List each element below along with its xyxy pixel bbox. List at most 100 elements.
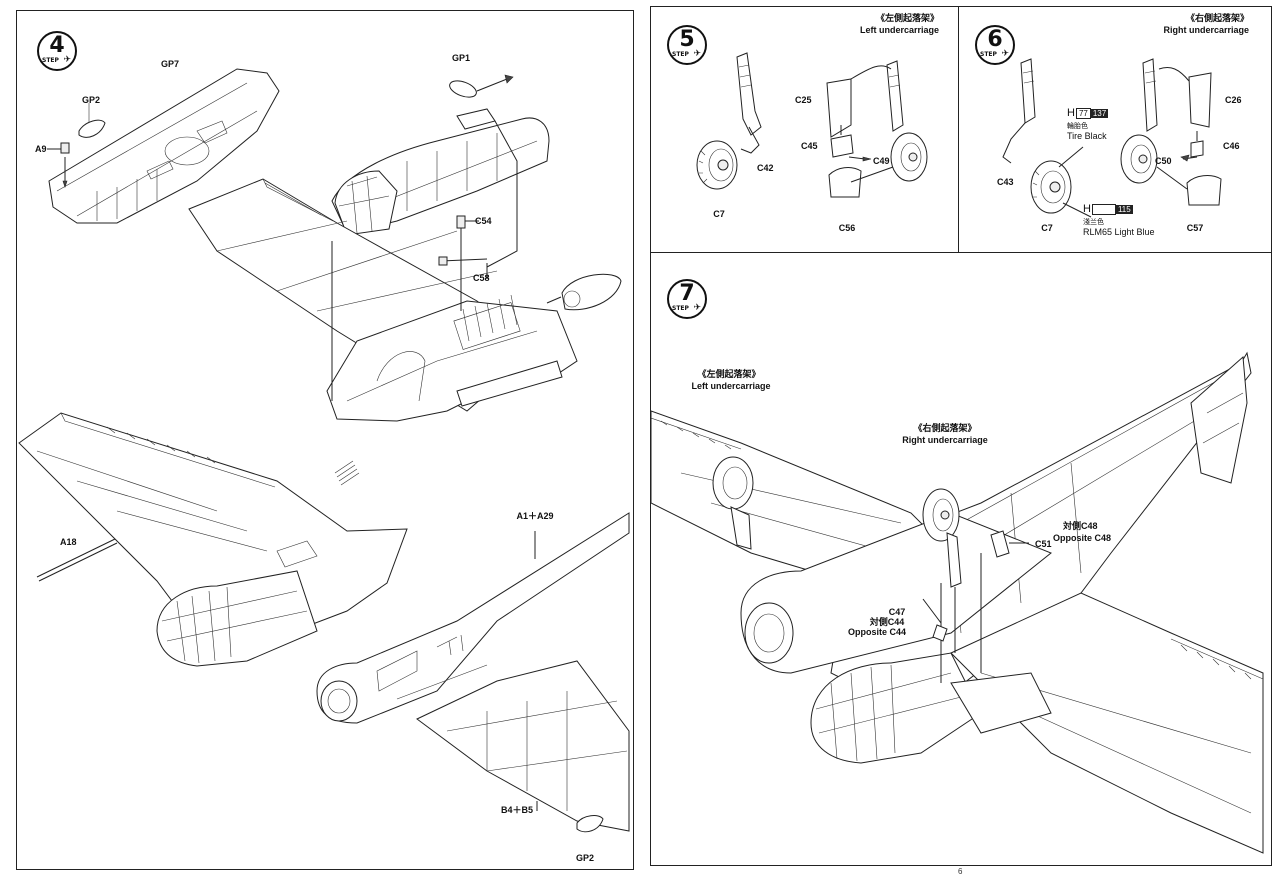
part-label: A9 — [35, 144, 47, 154]
step6-title-cn: 《右側起落架》 — [1185, 13, 1249, 23]
wheel-c7-left — [696, 140, 738, 190]
page-number: 6 — [958, 867, 963, 876]
step-word: STEP — [980, 51, 997, 58]
part-label: C46 — [1223, 141, 1240, 151]
part-c54 — [456, 215, 479, 261]
step-badge-6: 6 STEP ✈ — [975, 25, 1015, 65]
window-gp2-bottom — [576, 815, 604, 833]
part-c50 — [1180, 154, 1198, 162]
part-label: C45 — [801, 141, 818, 151]
part-label: C57 — [1186, 223, 1204, 233]
part-c45 — [830, 125, 854, 158]
part-c49 — [848, 156, 872, 162]
color-code: 115 — [1115, 205, 1133, 215]
wheel-right-7 — [922, 488, 962, 683]
step-badge-5: 5 STEP ✈ — [667, 25, 707, 65]
strut-right — [850, 60, 904, 132]
color-code: 77 — [1075, 108, 1091, 120]
step-word: STEP — [672, 51, 689, 58]
opposite-c44-en: Opposite C44 — [847, 627, 907, 637]
cockpit-7 — [810, 652, 982, 764]
step-number: 5 — [679, 27, 695, 52]
opposite-c48-en: Opposite C48 — [1053, 533, 1112, 543]
part-c46 — [1190, 131, 1204, 158]
leader-tire-black — [1058, 146, 1084, 168]
plane-icon: ✈ — [693, 48, 701, 58]
step-number: 7 — [679, 281, 695, 306]
part-label: C7 — [1041, 223, 1053, 233]
part-label: GP1 — [451, 53, 471, 63]
part-label: GP7 — [160, 59, 180, 69]
part-c51 — [980, 530, 1029, 673]
color-letter: H — [1083, 203, 1091, 215]
step5-panel: 5 STEP ✈ 《左側起落架》 Left undercarriage C25 … — [650, 6, 960, 254]
right-undercarriage-en: Right undercarriage — [902, 435, 988, 445]
part-a9 — [47, 142, 70, 188]
wheel-left-7 — [712, 456, 754, 550]
step5-title-en: Left undercarriage — [859, 25, 939, 35]
step-badge-4: 4 STEP ✈ — [37, 31, 77, 71]
color-code-alt: 137 — [1090, 109, 1109, 119]
engine-7 — [740, 512, 1052, 674]
part-label: C43 — [997, 177, 1014, 187]
strut-c43 — [1002, 58, 1036, 164]
part-label: C56 — [838, 223, 856, 233]
part-label: C50 — [1155, 156, 1172, 166]
part-c47 — [922, 598, 948, 642]
part-label: C54 — [475, 216, 492, 226]
plane-icon: ✈ — [1001, 48, 1009, 58]
canopy-shell-gp7 — [48, 68, 280, 224]
part-label: C51 — [1035, 539, 1052, 549]
door-c26 — [1158, 67, 1212, 128]
window-gp2-top — [78, 103, 106, 138]
strut-6-right — [1142, 58, 1158, 132]
part-label: C25 — [795, 95, 812, 105]
opposite-c44-cn: 対側C44 — [869, 617, 905, 627]
fuselage-lower — [326, 294, 578, 422]
part-label: GP2 — [81, 95, 101, 105]
part-label: C49 — [873, 156, 890, 166]
part-label: C42 — [757, 163, 774, 173]
step4-drawing — [18, 68, 630, 833]
color-name-en: RLM65 Light Blue — [1083, 226, 1155, 237]
door-c56 — [828, 166, 894, 198]
window-gp1 — [449, 74, 514, 98]
step7-drawing — [651, 351, 1264, 854]
nose-cone — [546, 273, 622, 311]
step5-drawing — [696, 52, 928, 198]
door-c25 — [826, 78, 852, 138]
opposite-c48-cn: 対側C48 — [1063, 521, 1098, 531]
part-label: A1＋A29 — [516, 511, 554, 521]
wing-right-7 — [950, 592, 1264, 854]
color-swatch — [1091, 204, 1116, 216]
wing-left-7 — [651, 410, 952, 584]
step5-title-cn: 《左側起落架》 — [875, 13, 939, 23]
step-badge-7: 7 STEP ✈ — [667, 279, 707, 319]
color-name-cn: 輪胎色 — [1067, 122, 1088, 130]
assembly-arrow-marker — [334, 460, 360, 486]
leader-gp1 — [486, 120, 518, 268]
strut-c42 — [736, 52, 762, 154]
color-name-en: Tire Black — [1067, 130, 1107, 141]
part-label: C58 — [473, 273, 490, 283]
engine-nacelle — [316, 512, 630, 724]
part-label: GP2 — [575, 853, 595, 863]
part-label: C7 — [713, 209, 725, 219]
step-number: 4 — [49, 33, 65, 58]
step7-panel: 7 STEP ✈ 《左側起落架》 Left undercarriage 《右側起… — [650, 252, 1272, 866]
step6-title-en: Right undercarriage — [1163, 25, 1249, 35]
part-label: C47 — [888, 607, 906, 617]
left-undercarriage-en: Left undercarriage — [691, 381, 771, 391]
leader-light-blue — [1062, 202, 1092, 218]
wheel-right-5 — [890, 132, 928, 182]
door-c57 — [1156, 166, 1222, 206]
part-c58 — [438, 256, 488, 311]
part-label: C26 — [1225, 95, 1242, 105]
tail-fin — [1190, 355, 1248, 484]
plane-icon: ✈ — [693, 302, 701, 312]
fuselage-upper — [331, 108, 550, 236]
right-undercarriage-cn: 《右側起落架》 — [913, 423, 977, 433]
